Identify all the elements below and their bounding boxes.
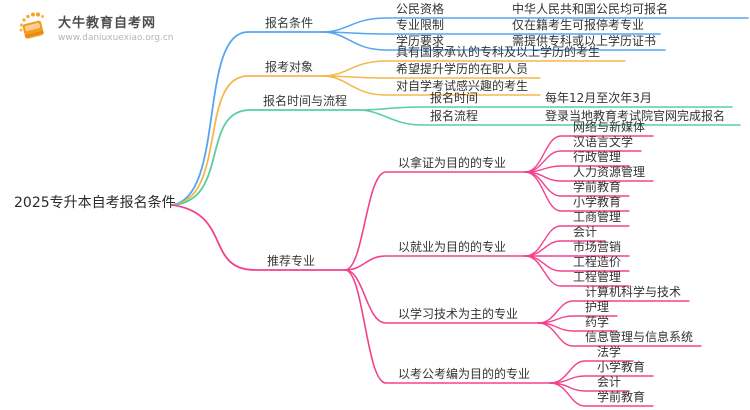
major-item[interactable]: 行政管理 [573,150,622,164]
major-item[interactable]: 工程造价 [573,255,622,269]
major-item[interactable]: 人力资源管理 [573,165,646,179]
major-item[interactable]: 网络与新媒体 [573,120,646,134]
topic-citizen-eligibility[interactable]: 公民资格 [396,2,445,16]
major-item[interactable]: 市场营销 [573,240,622,254]
major-item[interactable]: 汉语言文学 [573,135,634,149]
group-majors-for-employment[interactable]: 以就业为目的的专业 [398,240,507,254]
major-item[interactable]: 工程管理 [573,270,622,284]
major-item[interactable]: 学前教育 [597,390,646,404]
orange-book-icon [19,12,44,39]
detail-registration-process[interactable]: 登录当地教育考试院官网完成报名 [545,109,726,123]
detail-citizen-eligibility[interactable]: 中华人民共和国公民均可报名 [512,2,669,16]
topic-education-requirement[interactable]: 学历要求 [396,34,445,48]
topic-recognized-diploma-holders[interactable]: 具有国家承认的专科及以上学历的考生 [396,45,601,59]
group-majors-for-diploma[interactable]: 以拿证为目的的专业 [398,156,507,170]
site-logo[interactable]: 大牛教育自考网 www.daniuxuexiao.org.cn [16,9,174,45]
branch-target-applicants[interactable]: 报考对象 [265,60,314,74]
topic-working-professionals[interactable]: 希望提升学历的在职人员 [396,62,529,76]
detail-registration-time[interactable]: 每年12月至次年3月 [545,91,652,105]
group-majors-for-skills[interactable]: 以学习技术为主的专业 [398,307,519,321]
topic-registration-process[interactable]: 报名流程 [430,109,479,123]
topic-interested-candidates[interactable]: 对自学考试感兴趣的考生 [396,79,529,93]
major-item[interactable]: 工商管理 [573,210,622,224]
topic-major-restriction[interactable]: 专业限制 [396,18,445,32]
major-item[interactable]: 会计 [573,225,598,239]
major-item[interactable]: 法学 [597,345,622,359]
major-item[interactable]: 计算机科学与技术 [585,285,682,299]
group-majors-for-civil-service[interactable]: 以考公考编为目的的专业 [398,367,531,381]
logo-title: 大牛教育自考网 [58,15,157,31]
detail-major-restriction[interactable]: 仅在籍考生可报停考专业 [512,18,645,32]
root-topic[interactable]: 2025专升本自考报名条件 [14,195,176,211]
branch-recommended-majors[interactable]: 推荐专业 [267,254,316,268]
major-item[interactable]: 信息管理与信息系统 [585,330,694,344]
major-item[interactable]: 会计 [597,375,622,389]
major-item[interactable]: 小学教育 [597,360,646,374]
detail-education-requirement[interactable]: 需提供专科或以上学历证书 [512,34,657,48]
major-item[interactable]: 药学 [585,315,610,329]
topic-registration-time[interactable]: 报名时间 [430,91,479,105]
major-item[interactable]: 护理 [585,300,610,314]
major-item[interactable]: 小学教育 [573,195,622,209]
logo-text: 大牛教育自考网 www.daniuxuexiao.org.cn [58,12,174,43]
branch-time-and-process[interactable]: 报名时间与流程 [263,94,348,108]
branch-registration-conditions[interactable]: 报名条件 [265,16,314,30]
major-item[interactable]: 学前教育 [573,180,622,194]
logo-url: www.daniuxuexiao.org.cn [58,32,174,43]
